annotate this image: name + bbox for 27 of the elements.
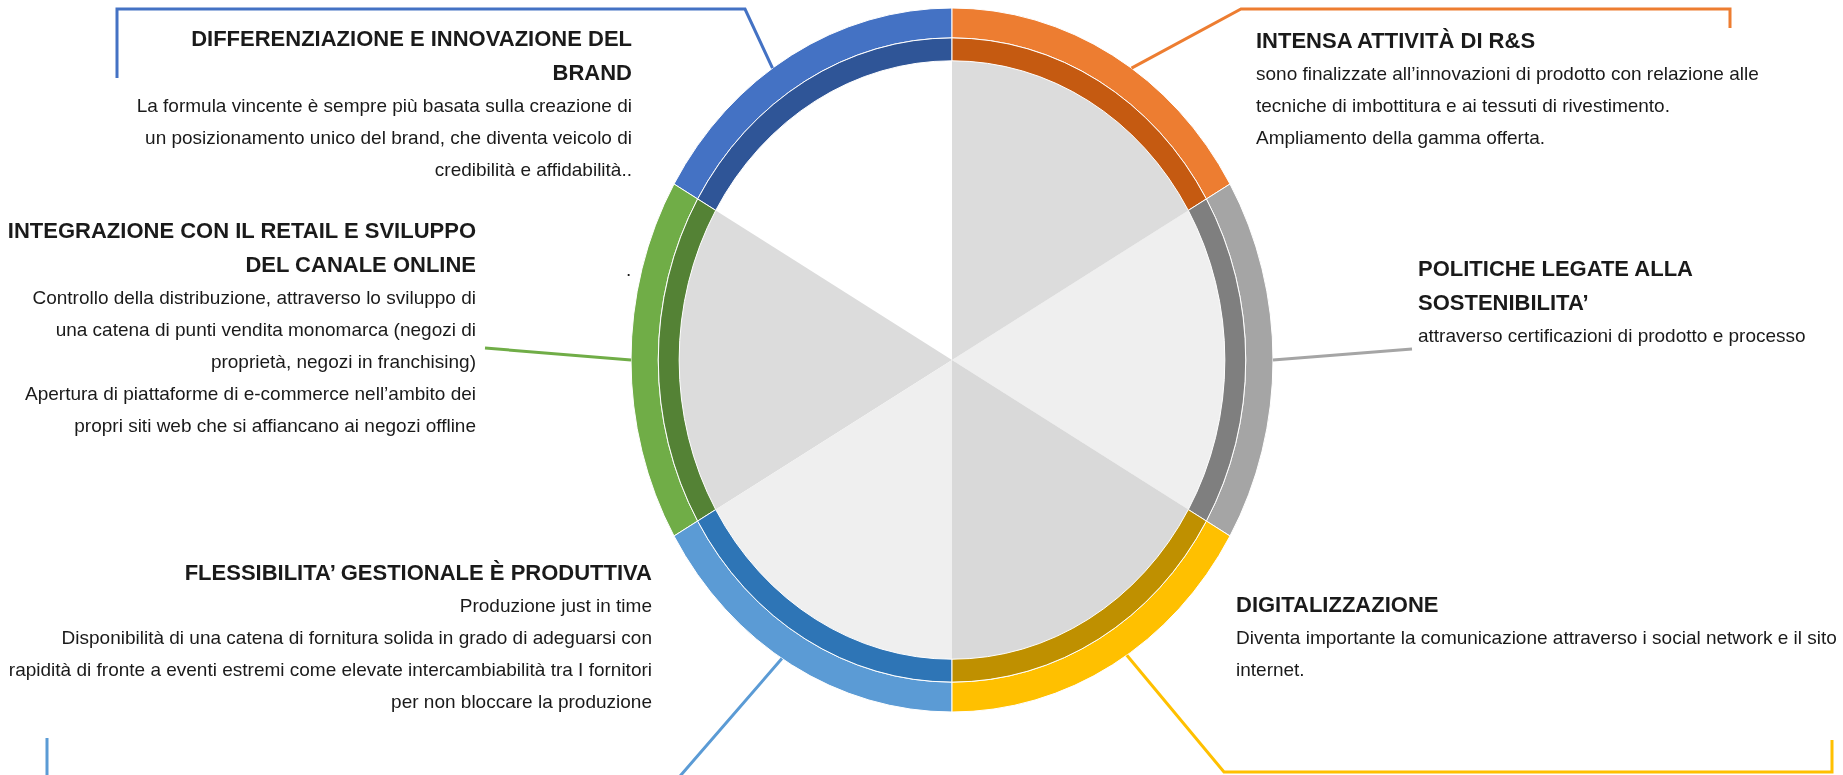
ring-segment [631, 183, 717, 537]
ring-segment [673, 509, 953, 713]
section-heading: POLITICHE LEGATE ALLA SOSTENIBILITA’ [1418, 255, 1694, 317]
section-text: sono finalizzate all’innovazioni di prodotto con relazione alle tecniche di imbottitura e ai tessuti di rivestimento. Ampliamento della gamma offerta. [1256, 62, 1760, 150]
section-heading: INTENSA ATTIVITÀ DI R&S [1256, 27, 1536, 55]
ring-segment [1187, 183, 1273, 537]
section-heading: INTEGRAZIONE CON IL RETAIL E SVILUPPO DEL CANALE ONLINE [6, 217, 476, 279]
ring-segment [951, 7, 1231, 211]
section-text: Disponibilità di una catena di fornitura solida in grado di adeguarsi con rapidità di fronte a eventi estremi come elevate intercambiabilità tra I fornitori per non bloccare la produzione [7, 626, 652, 714]
section-text: attraverso certificazioni di prodotto e processo [1418, 324, 1806, 348]
ring-segment [951, 509, 1231, 713]
section-text: Apertura di piattaforme di e-commerce nell’ambito dei propri siti web che si affiancano ai negozi offline [24, 382, 476, 438]
section-text: Controllo della distribuzione, attraverso lo sviluppo di una catena di punti vendita monomarca (negozi di proprietà, negozi in franchising) [31, 286, 476, 374]
ring-segment [673, 7, 953, 211]
section-heading: DIFFERENZIAZIONE E INNOVAZIONE DEL BRAND [190, 25, 632, 87]
leader-line [45, 657, 784, 775]
leader-line [484, 346, 632, 362]
leader-line [1130, 7, 1732, 70]
leader-line [1125, 654, 1834, 774]
note-text: . [626, 258, 632, 282]
section-text: Diventa importante la comunicazione attraverso i social network e il sito internet. [1236, 626, 1838, 682]
leader-line [1272, 347, 1413, 362]
section-heading: DIGITALIZZAZIONE [1236, 591, 1439, 619]
section-text: La formula vincente è sempre più basata sulla creazione di un posizionamento unico del brand, che diventa veicolo di credibilità e affidabilità.. [135, 94, 632, 182]
section-heading: FLESSIBILITA’ GESTIONALE È PRODUTTIVA [184, 559, 652, 587]
section-text: Produzione just in time [459, 594, 652, 618]
leader-line [115, 7, 774, 78]
